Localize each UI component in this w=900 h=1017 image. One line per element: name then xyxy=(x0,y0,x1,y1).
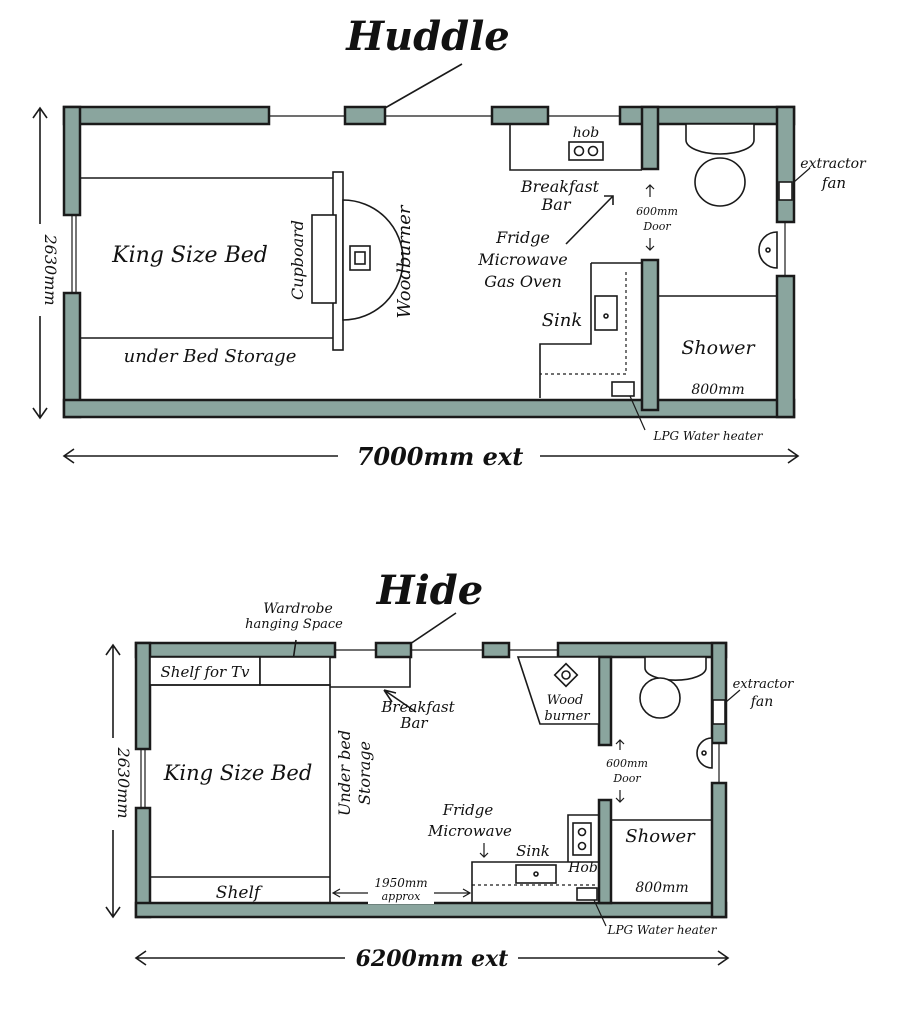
huddle-title-leader xyxy=(384,63,463,109)
svg-text:6200mm ext: 6200mm ext xyxy=(356,946,509,972)
svg-text:800mm: 800mm xyxy=(635,880,688,896)
hide-height-dimension: 2630mm xyxy=(102,643,133,919)
hide-woodburner: Wood burner xyxy=(516,656,600,725)
hide-lpg-heater: LPG Water heater xyxy=(576,887,718,937)
huddle-width-dimension: 7000mm ext xyxy=(62,442,800,471)
huddle-bed: King Size Bed under Bed Storage xyxy=(80,171,344,367)
hide-extractor-label: extractor xyxy=(733,677,795,692)
huddle-toilet xyxy=(685,123,755,207)
svg-text:Hob: Hob xyxy=(567,860,598,876)
hide-wardrobe-label: Wardrobe xyxy=(263,601,333,617)
svg-text:Bar: Bar xyxy=(541,195,572,214)
hide-under-bed-label: Under bed xyxy=(335,730,354,816)
svg-text:Gas Oven: Gas Oven xyxy=(484,272,562,291)
svg-text:Door: Door xyxy=(642,220,671,233)
hide-basin xyxy=(696,737,713,769)
hide-shower: Shower 800mm xyxy=(611,819,712,896)
svg-text:800mm: 800mm xyxy=(691,382,744,398)
svg-text:LPG Water heater: LPG Water heater xyxy=(606,923,717,937)
huddle-end-window xyxy=(71,215,77,293)
svg-text:2630mm: 2630mm xyxy=(114,746,133,818)
svg-text:7000mm ext: 7000mm ext xyxy=(357,442,524,471)
svg-text:Shower: Shower xyxy=(681,337,756,359)
huddle-height-dimension: 2630mm xyxy=(30,106,60,420)
hide-end-window xyxy=(140,749,146,808)
huddle-title: Huddle xyxy=(345,13,509,60)
svg-text:Wood: Wood xyxy=(547,693,583,708)
svg-text:Shelf for Tv: Shelf for Tv xyxy=(161,663,250,681)
svg-text:burner: burner xyxy=(544,709,590,724)
svg-text:Sink: Sink xyxy=(542,310,583,331)
svg-text:fan: fan xyxy=(821,174,846,192)
huddle-door-label: 600mm xyxy=(636,205,678,218)
huddle-breakfast-label: Breakfast xyxy=(520,177,600,196)
svg-text:Storage: Storage xyxy=(355,741,374,805)
svg-text:approx: approx xyxy=(382,890,422,903)
huddle-woodburner: Woodburner xyxy=(342,199,415,321)
huddle-lpg-heater: LPG Water heater xyxy=(611,381,764,443)
huddle-cupboard: Cupboard xyxy=(288,214,337,304)
huddle-shower: Shower 800mm xyxy=(658,295,777,398)
hide-door-label: 600mm xyxy=(606,757,648,770)
svg-text:LPG Water heater: LPG Water heater xyxy=(652,429,763,443)
svg-text:Door: Door xyxy=(612,772,641,785)
huddle-fridge-label: Fridge xyxy=(495,228,550,247)
svg-text:Cupboard: Cupboard xyxy=(288,220,307,300)
hide-plan: Hide Wardrobe hanging Space Shelf for Tv xyxy=(102,567,794,972)
svg-text:King Size Bed: King Size Bed xyxy=(163,761,313,785)
hide-toilet xyxy=(639,656,707,719)
svg-text:hob: hob xyxy=(573,125,599,141)
svg-text:Woodburner: Woodburner xyxy=(394,204,415,318)
huddle-basin xyxy=(758,231,778,269)
svg-text:Microwave: Microwave xyxy=(477,250,567,269)
svg-text:Fridge: Fridge xyxy=(442,801,494,819)
huddle-extractor-icon xyxy=(778,181,793,201)
hide-bed: King Size Bed Shelf xyxy=(150,684,331,903)
hide-breakfast-bar: Breakfast Bar xyxy=(330,657,456,732)
hide-title: Hide xyxy=(376,567,483,614)
huddle-walls xyxy=(62,105,796,419)
svg-text:Bar: Bar xyxy=(399,714,428,732)
huddle-hob: hob xyxy=(509,124,642,171)
svg-text:fan: fan xyxy=(750,694,774,710)
svg-text:King Size Bed: King Size Bed xyxy=(111,243,268,268)
svg-text:hanging Space: hanging Space xyxy=(245,617,343,632)
svg-text:under Bed Storage: under Bed Storage xyxy=(124,346,297,367)
huddle-extractor-label: extractor xyxy=(800,156,867,172)
svg-text:Shower: Shower xyxy=(625,826,696,847)
svg-text:Breakfast: Breakfast xyxy=(380,698,455,716)
svg-text:2630mm: 2630mm xyxy=(41,233,60,305)
huddle-sink: Sink xyxy=(539,262,642,398)
hide-width-dimension: 6200mm ext xyxy=(134,946,730,972)
hide-shelf-tv: Shelf for Tv xyxy=(149,656,331,686)
hide-walls xyxy=(134,641,728,919)
hide-gap-dimension: 1950mm approx xyxy=(331,876,472,904)
svg-text:1950mm: 1950mm xyxy=(374,876,427,890)
svg-text:Microwave: Microwave xyxy=(427,822,512,840)
svg-text:Shelf: Shelf xyxy=(216,883,263,903)
huddle-plan: Huddle King Size Bed under Bed Storage xyxy=(30,13,867,471)
hide-kitchen: Fridge Microwave Sink Hob xyxy=(427,801,599,903)
hide-extractor-icon xyxy=(712,699,726,725)
huddle-fridge-arrow xyxy=(565,195,614,245)
svg-text:Sink: Sink xyxy=(516,842,550,860)
hide-title-leader xyxy=(409,612,457,645)
